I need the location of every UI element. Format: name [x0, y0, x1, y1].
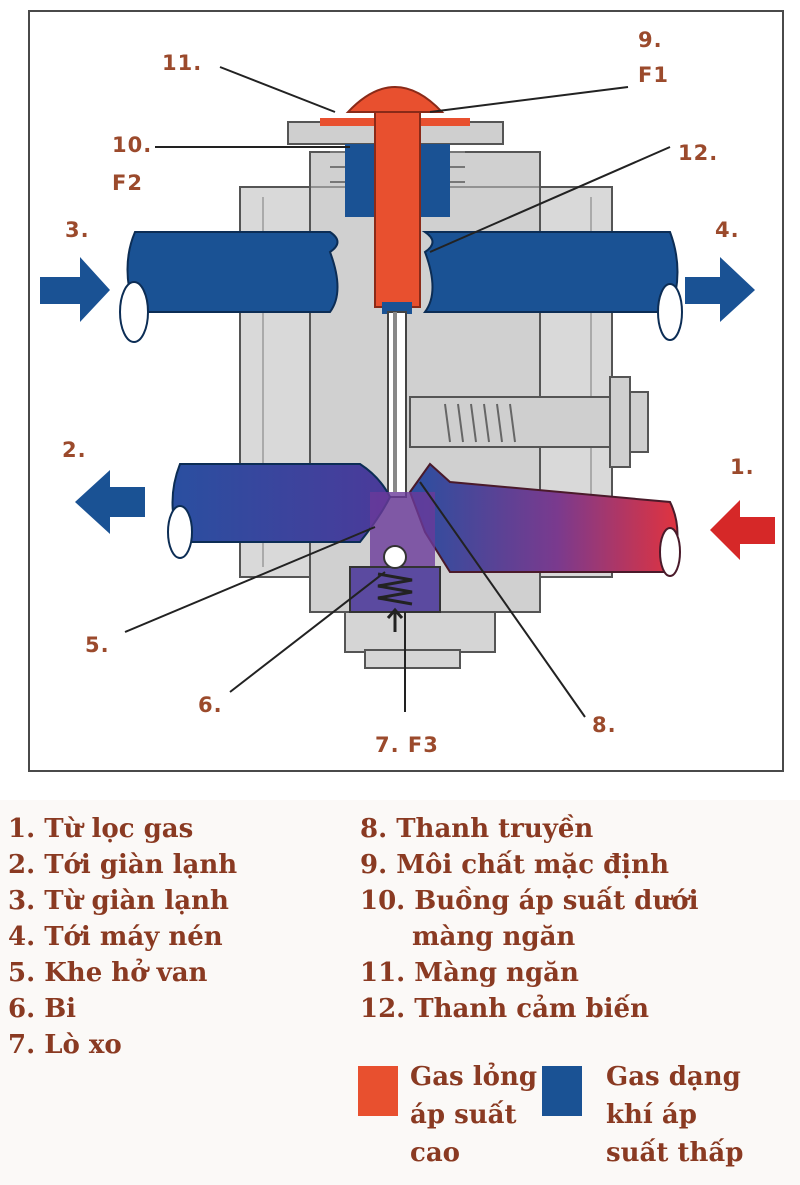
- label-5: 5.: [85, 633, 110, 657]
- legend-high-line3: cao: [410, 1138, 461, 1168]
- diagram-frame: 11. 9. F1 10. F2 12. 3. 4. 2. 1. 5. 6. 8…: [28, 10, 784, 772]
- label-9: 9.: [638, 28, 663, 52]
- label-2: 2.: [62, 438, 87, 462]
- swatch-high-pressure-liquid: [358, 1066, 398, 1116]
- valve-body: [239, 151, 649, 669]
- legend-item-12: 12. Thanh cảm biến: [360, 994, 649, 1024]
- legend-item-5: 5. Khe hở van: [8, 958, 208, 988]
- label-9-f1: F1: [638, 63, 669, 87]
- expansion-valve-diagram: 11. 9. F1 10. F2 12. 3. 4. 2. 1. 5. 6. 8…: [40, 28, 775, 757]
- legend-item-10: 10. Buồng áp suất dưới: [360, 886, 699, 916]
- legend-item-8: 8. Thanh truyền: [360, 814, 594, 844]
- legend-low-line2: khí áp: [606, 1100, 697, 1130]
- label-10-f2: F2: [112, 171, 143, 195]
- bottom-pipes: [167, 462, 681, 577]
- flow-arrows: [40, 257, 775, 560]
- legend-high-line1: Gas lỏng: [410, 1062, 538, 1092]
- swatch-low-pressure-gas: [542, 1066, 582, 1116]
- legend-low-pressure: Gas dạng khí áp suất thấp: [606, 1058, 743, 1172]
- arrow-in-from-evaporator: [40, 257, 110, 322]
- label-1: 1.: [730, 455, 755, 479]
- label-12: 12.: [678, 141, 718, 165]
- label-4: 4.: [715, 218, 740, 242]
- legend-item-11: 11. Màng ngăn: [360, 958, 579, 988]
- label-6: 6.: [198, 693, 223, 717]
- legend-low-line1: Gas dạng: [606, 1062, 741, 1092]
- legend-item-6: 6. Bi: [8, 994, 77, 1024]
- label-3: 3.: [65, 218, 90, 242]
- legend-item-2: 2. Tới giàn lạnh: [8, 850, 238, 880]
- top-pipe: [119, 231, 683, 343]
- sensing-rod: [374, 111, 421, 498]
- legend-item-3: 3. Từ giàn lạnh: [8, 886, 229, 916]
- legend-item-1: 1. Từ lọc gas: [8, 814, 194, 844]
- legend-item-4: 4. Tới máy nén: [8, 922, 223, 952]
- legend-item-7: 7. Lò xo: [8, 1030, 122, 1060]
- label-7-f3: 7. F3: [375, 733, 439, 757]
- legend-low-line3: suất thấp: [606, 1138, 744, 1168]
- legend-item-9: 9. Môi chất mặc định: [360, 850, 669, 880]
- legend-item-10-cont: màng ngăn: [412, 922, 576, 952]
- ball-and-spring: [349, 545, 441, 632]
- leader-lines: [124, 66, 671, 718]
- label-11: 11.: [162, 51, 202, 75]
- arrow-out-to-evaporator: [75, 470, 145, 534]
- legend-high-line2: áp suất: [410, 1100, 517, 1130]
- legend-high-pressure: Gas lỏng áp suất cao: [410, 1058, 537, 1172]
- label-10: 10.: [112, 133, 152, 157]
- arrow-in-from-filter: [710, 500, 775, 560]
- arrow-out-to-compressor: [685, 257, 755, 322]
- label-8: 8.: [592, 713, 617, 737]
- legend: 1. Từ lọc gas 2. Tới giàn lạnh 3. Từ già…: [0, 800, 800, 1185]
